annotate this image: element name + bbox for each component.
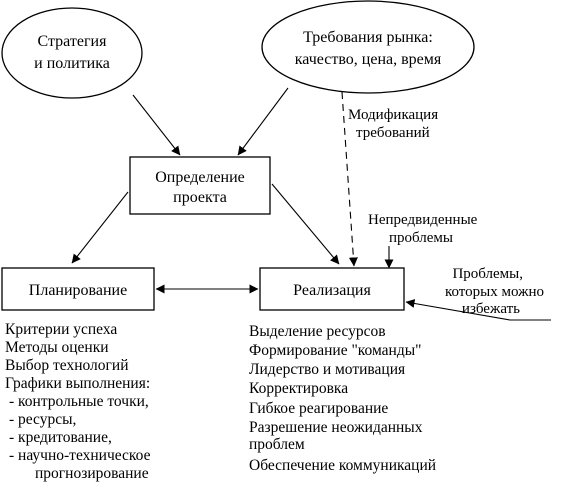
- unforeseen-line-2: проблемы: [389, 230, 453, 246]
- realization-list-item: Разрешение неожиданных: [249, 419, 423, 436]
- annotation-unforeseen-problems: Непредвиденные проблемы: [368, 212, 478, 246]
- edge-avoidable-to-realization: [405, 299, 551, 321]
- planning-list-item: - контрольные точки,: [9, 393, 149, 410]
- avoidable-line-1: Проблемы,: [452, 266, 523, 282]
- market-ellipse: [261, 0, 475, 94]
- unforeseen-line-1: Непредвиденные: [368, 212, 478, 228]
- planning-list: Критерии успеха Методы оценки Выбор техн…: [5, 321, 151, 482]
- strategy-label-line-1: Стратегия: [38, 33, 108, 50]
- realization-box: [259, 267, 405, 311]
- edge-market-to-definition: [237, 87, 289, 156]
- planning-list-item: - научно-техническое: [9, 447, 151, 464]
- edge-market-to-realization-modification: [341, 91, 358, 267]
- strategy-ellipse: [1, 7, 143, 99]
- modification-line-1: Модификация: [348, 107, 438, 123]
- planning-box: [1, 267, 155, 311]
- planning-list-item: Выбор технологий: [5, 357, 129, 374]
- strategy-label-line-2: и политика: [34, 55, 110, 72]
- modification-line-2: требований: [356, 125, 430, 141]
- node-project-definition: Определение проекта: [129, 156, 271, 215]
- annotation-modification: Модификация требований: [348, 107, 438, 141]
- definition-label-line-1: Определение: [155, 169, 245, 186]
- planning-list-item: прогнозирование: [35, 465, 149, 482]
- realization-label: Реализация: [293, 282, 371, 299]
- planning-list-item: Методы оценки: [5, 339, 109, 356]
- planning-label: Планирование: [29, 282, 127, 299]
- definition-box: [129, 156, 271, 215]
- node-market-requirements: Требования рынка: качество, цена, время: [261, 0, 475, 94]
- node-realization: Реализация: [259, 267, 405, 311]
- market-label-line-2: качество, цена, время: [295, 51, 442, 68]
- planning-list-item: - кредитование,: [9, 429, 112, 446]
- realization-list-item: проблем: [249, 436, 305, 453]
- edges: [71, 87, 551, 321]
- node-planning: Планирование: [1, 267, 155, 311]
- definition-label-line-2: проекта: [173, 189, 227, 206]
- edge-definition-to-planning: [71, 191, 129, 264]
- realization-list-item: Лидерство и мотивация: [249, 361, 405, 378]
- realization-list-item: Формирование "команды": [249, 342, 421, 359]
- realization-list-item: Корректировка: [249, 380, 348, 397]
- market-label-line-1: Требования рынка:: [303, 29, 433, 46]
- realization-list-item: Гибкое реагирование: [249, 400, 388, 417]
- annotation-avoidable-problems: Проблемы, которых можно избежать: [445, 266, 544, 317]
- realization-list-item: Выделение ресурсов: [249, 323, 386, 340]
- node-strategy: Стратегия и политика: [1, 7, 143, 99]
- planning-list-item: - ресурсы,: [9, 411, 76, 428]
- edge-strategy-to-definition: [132, 94, 181, 156]
- planning-list-item: Графики выполнения:: [5, 375, 150, 392]
- avoidable-line-2: которых можно: [445, 284, 544, 300]
- planning-list-item: Критерии успеха: [5, 321, 117, 338]
- avoidable-line-3: избежать: [462, 301, 520, 317]
- edge-definition-to-realization: [271, 183, 340, 265]
- realization-list: Выделение ресурсов Формирование "команды…: [249, 323, 436, 474]
- realization-list-item: Обеспечение коммуникаций: [249, 457, 436, 474]
